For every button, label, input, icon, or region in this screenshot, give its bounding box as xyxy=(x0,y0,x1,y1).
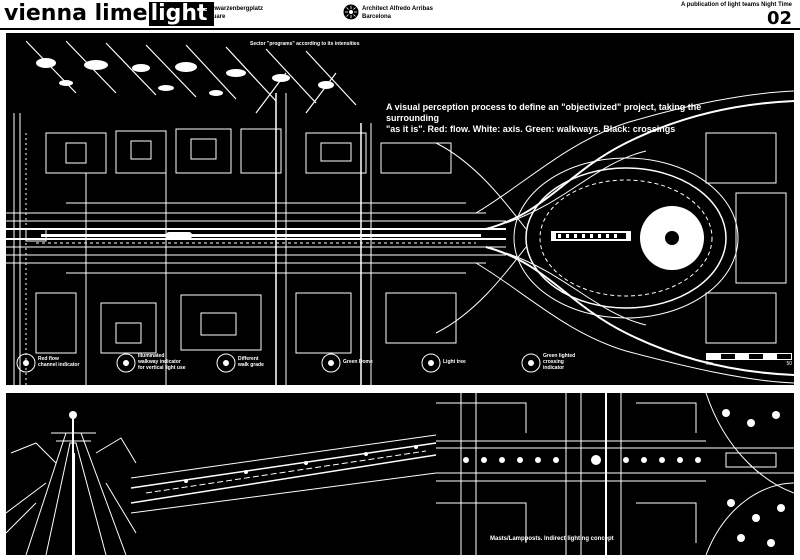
brand-title-highlight: light xyxy=(148,2,214,26)
sector-label: Sector "programs" according to its inten… xyxy=(250,41,360,47)
architect-logo-icon xyxy=(343,4,359,20)
site-plan-drawing xyxy=(6,40,794,385)
description-line-1: A visual perception process to define an… xyxy=(386,102,702,123)
legend-item: Different walk grade xyxy=(238,356,264,368)
brand-title: vienna lime xyxy=(4,1,148,26)
location-type: Square xyxy=(205,14,226,20)
detail-panel: Masts/Lampposts. Indirect lighting conce… xyxy=(6,393,794,555)
legend-item: Illuminated walkway indicator for vertic… xyxy=(138,353,186,371)
scale-start: 0m xyxy=(706,361,713,367)
publication-note: A publication of light teams Night Time xyxy=(680,2,792,8)
header-rule xyxy=(0,28,800,30)
architect-label: Architect Alfredo Arribas Barcelona xyxy=(362,5,433,21)
legend-item: Green lighted crossing indicator xyxy=(543,353,576,371)
architect-city: Barcelona xyxy=(362,14,392,20)
scale-bar: 0m 50 xyxy=(706,353,792,367)
scale-end: 50 xyxy=(786,361,792,367)
detail-caption: Masts/Lampposts. Indirect lighting conce… xyxy=(490,536,614,542)
page-header: vienna lime light Schwarzenbergplatz Squ… xyxy=(0,0,800,30)
location-label: Schwarzenbergplatz Square xyxy=(205,5,263,21)
plan-description: A visual perception process to define an… xyxy=(386,102,746,135)
legend-item: Red flow channel indicator xyxy=(38,356,80,368)
legend-item: Light tree xyxy=(443,359,466,365)
brand-logo: vienna lime light xyxy=(4,2,214,26)
detail-drawings xyxy=(6,393,794,555)
legend-item: Green Dome xyxy=(343,359,373,365)
location-name: Schwarzenbergplatz xyxy=(205,6,264,12)
architect-name: Architect Alfredo Arribas xyxy=(362,6,433,12)
page-number: 02 xyxy=(766,8,792,29)
site-plan-panel: Sector "programs" according to its inten… xyxy=(6,33,794,385)
scale-labels: 0m 50 xyxy=(706,361,792,367)
scale-bar-graphic xyxy=(706,353,792,360)
description-line-2: "as it is". Red: flow. White: axis. Gree… xyxy=(386,124,676,134)
